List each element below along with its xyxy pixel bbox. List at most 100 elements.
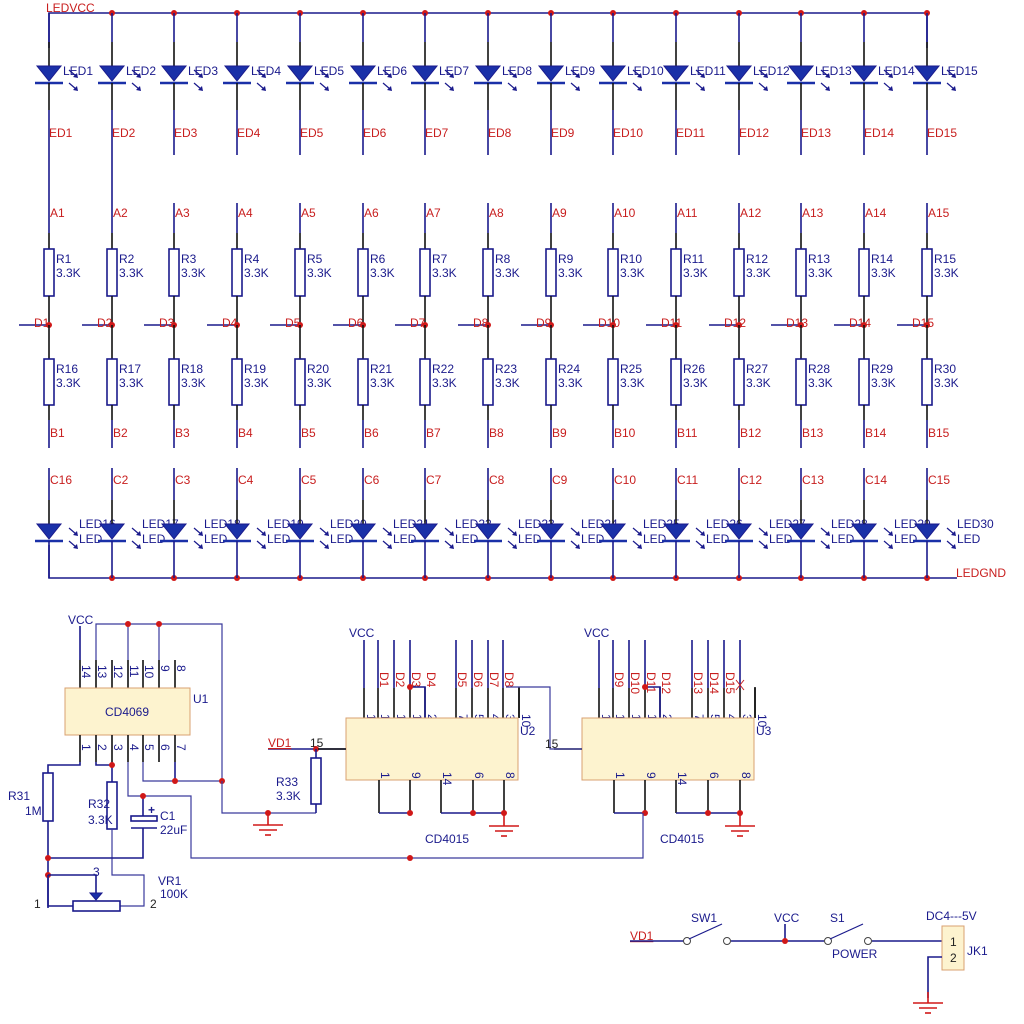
r-bot-ref: R18 — [181, 362, 203, 376]
top-led-light-arrow — [131, 82, 140, 90]
bottom-led-body — [850, 523, 878, 540]
top-led-ref: LED1 — [63, 64, 93, 78]
led-column: LED11ED11A11R113.3KD11R263.3KB11C11LED26… — [646, 10, 743, 581]
top-led-light-arrowhead — [261, 73, 266, 78]
a-net-label: A1 — [50, 206, 65, 220]
a-net-label: A6 — [364, 206, 379, 220]
bottom-led-light-arrowhead — [198, 544, 203, 549]
s1-lever[interactable] — [829, 923, 864, 940]
sw1-lever[interactable] — [688, 923, 723, 940]
d-net-label: D12 — [724, 316, 746, 330]
top-led-body — [411, 65, 439, 82]
u3-section: VCC1613D912D1011D112D127D135D144D15310U3… — [554, 626, 772, 846]
bottom-led-type: LED — [393, 532, 417, 546]
r-bot-value: 3.3K — [871, 376, 896, 390]
bottom-led-light-arrowhead — [763, 544, 768, 549]
a-net-label: A3 — [175, 206, 190, 220]
top-led-body — [286, 65, 314, 82]
bottom-led-light-arrowhead — [136, 531, 141, 536]
ed-net-label: ED15 — [927, 126, 957, 140]
bottom-led-light-arrow — [946, 540, 955, 548]
r-top-resistor — [921, 248, 933, 297]
c-net-label: C10 — [614, 473, 636, 487]
d-net-label: D11 — [661, 316, 682, 330]
jk1-ref: JK1 — [967, 944, 988, 958]
u2-output-net-label: D3 — [409, 672, 423, 688]
top-led-light-arrow — [570, 82, 579, 90]
top-led-ref: LED9 — [565, 64, 595, 78]
c1-bottom-wire — [48, 828, 144, 859]
top-led-body — [850, 65, 878, 82]
top-led-body — [349, 65, 377, 82]
r-top-value: 3.3K — [871, 266, 896, 280]
r-bot-value: 3.3K — [620, 376, 645, 390]
r-top-ref: R5 — [307, 252, 323, 266]
c-net-label: C3 — [175, 473, 191, 487]
junction — [172, 778, 178, 784]
top-led-light-arrowhead — [951, 86, 956, 91]
u3-pin15-label: 15 — [545, 737, 559, 751]
bottom-led-light-arrow — [758, 540, 767, 548]
u2-chip — [345, 717, 519, 781]
top-led-light-arrowhead — [512, 73, 517, 78]
r-top-ref: R13 — [808, 252, 830, 266]
bottom-led-type: LED — [204, 532, 228, 546]
a-net-label: A11 — [677, 206, 698, 220]
b-net-label: B14 — [865, 426, 887, 440]
r-bot-ref: R23 — [495, 362, 517, 376]
bottom-led-body — [537, 523, 565, 540]
top-led-light-arrow — [444, 69, 453, 77]
c-net-label: C9 — [552, 473, 568, 487]
bottom-led-type: LED — [957, 532, 981, 546]
c-net-label: C15 — [928, 473, 950, 487]
d-net-label: D8 — [473, 316, 489, 330]
bottom-led-light-arrow — [131, 540, 140, 548]
r-top-value: 3.3K — [370, 266, 395, 280]
top-led-ref: LED8 — [502, 64, 532, 78]
r33-resistor — [310, 757, 322, 805]
bottom-led-type: LED — [894, 532, 918, 546]
r-top-value: 3.3K — [934, 266, 959, 280]
bottom-led-light-arrow — [319, 540, 328, 548]
b-net-label: B12 — [740, 426, 762, 440]
clock-bus-wire — [410, 813, 644, 859]
bottom-led-type: LED — [581, 532, 605, 546]
ed-net-label: ED8 — [488, 126, 512, 140]
d-net-label: D10 — [598, 316, 620, 330]
ed-net-label: ED5 — [300, 126, 324, 140]
top-led-body — [662, 65, 690, 82]
top-led-body — [725, 65, 753, 82]
top-led-light-arrowhead — [198, 86, 203, 91]
bottom-led-body — [286, 523, 314, 540]
r-bot-resistor — [858, 358, 870, 406]
led-column: LED14ED14A14R143.3KD14R293.3KB14C14LED29… — [834, 10, 931, 581]
top-led-light-arrow — [632, 82, 641, 90]
bottom-led-type: LED — [643, 532, 667, 546]
top-led-light-arrow — [507, 69, 516, 77]
d-net-label: D9 — [536, 316, 552, 330]
bottom-led-light-arrow — [256, 527, 265, 535]
r-bot-ref: R16 — [56, 362, 78, 376]
b-net-label: B13 — [802, 426, 824, 440]
u2-pin15-label: 15 — [310, 736, 324, 750]
u1-bottom-pin-number: 4 — [127, 744, 141, 751]
bottom-led-light-arrow — [632, 540, 641, 548]
bottom-led-light-arrowhead — [951, 544, 956, 549]
r-top-ref: R4 — [244, 252, 260, 266]
c1-polarity: + — [148, 803, 155, 817]
top-led-light-arrowhead — [387, 73, 392, 78]
vr1-pin1: 1 — [34, 897, 41, 911]
bottom-led-light-arrow — [444, 527, 453, 535]
u2-part-label: CD4015 — [425, 832, 469, 846]
u2-output-net-label: D5 — [455, 672, 469, 688]
r-bot-value: 3.3K — [808, 376, 833, 390]
bottom-led-light-arrow — [319, 527, 328, 535]
r-top-value: 3.3K — [620, 266, 645, 280]
bottom-led-light-arrowhead — [512, 531, 517, 536]
top-led-light-arrowhead — [449, 73, 454, 78]
u3-output-net-label: D14 — [707, 672, 721, 694]
a-net-label: A7 — [426, 206, 441, 220]
